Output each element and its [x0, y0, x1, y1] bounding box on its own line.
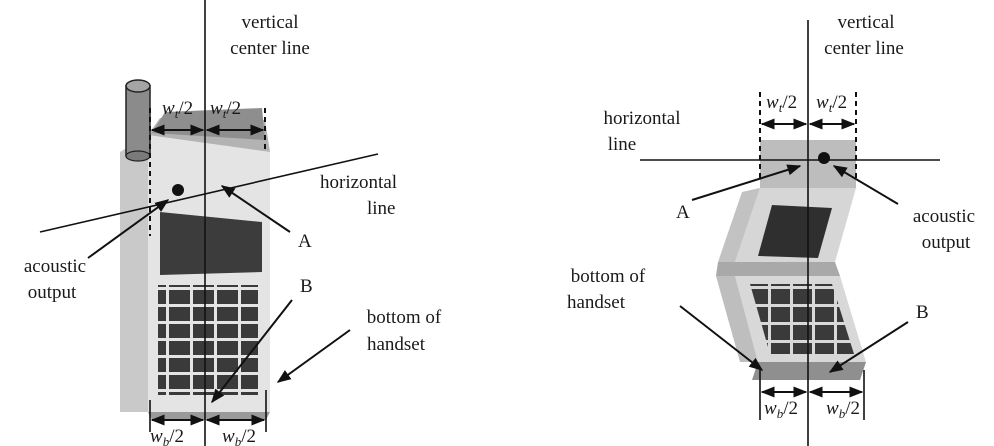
- left-top-half-width-label-a: wt/2: [162, 98, 193, 121]
- left-bottom-half-width-label-b: wb/2: [222, 426, 256, 446]
- right-vertical-center-line-label-1: vertical: [838, 12, 895, 33]
- right-top-half-width-label-a: wt/2: [766, 92, 797, 115]
- right-horizontal-line-label-1: horizontal: [603, 108, 680, 129]
- right-lower-half-side: [716, 276, 758, 362]
- left-point-a-leader: [220, 185, 291, 233]
- left-keypad: [158, 285, 258, 395]
- right-acoustic-output-leader: [832, 165, 899, 205]
- right-point-b-leader: [828, 321, 909, 373]
- right-top-half-width-label-b: wt/2: [816, 92, 847, 115]
- left-bottom-half-width-label-a: wb/2: [150, 426, 184, 446]
- left-antenna: [125, 79, 151, 162]
- right-point-a-leader: [691, 164, 802, 201]
- left-point-b-label: B: [300, 276, 313, 297]
- left-bottom-of-handset-label-1: bottom of: [367, 307, 442, 328]
- left-horizontal-line-label-2: line: [367, 198, 396, 219]
- left-handset-side: [120, 135, 148, 412]
- left-bottom-of-handset-leader: [276, 329, 351, 383]
- right-display: [758, 205, 832, 258]
- left-acoustic-output-label-1: acoustic: [24, 256, 86, 277]
- right-acoustic-output-label-1: acoustic: [913, 206, 975, 227]
- right-acoustic-output-label-2: output: [922, 232, 971, 253]
- right-hinge: [716, 262, 840, 276]
- right-bottom-half-width-label-a: wb/2: [764, 398, 798, 421]
- left-handset-bottom-edge: [148, 412, 270, 420]
- right-acoustic-output-dot: [818, 152, 830, 164]
- left-point-a-label: A: [298, 231, 312, 252]
- right-bottom-half-width-label-b: wb/2: [826, 398, 860, 421]
- right-bottom-of-handset-label-1: bottom of: [571, 266, 646, 287]
- right-bottom-of-handset-leader: [679, 305, 764, 371]
- left-horizontal-line: [39, 153, 379, 233]
- left-bottom-of-handset-label-2: handset: [367, 334, 426, 355]
- right-horizontal-line-label-2: line: [608, 134, 637, 155]
- left-display: [160, 212, 262, 275]
- right-vertical-center-line-label-2: center line: [824, 38, 904, 59]
- right-bottom-of-handset-label-2: handset: [567, 292, 626, 313]
- left-vertical-center-line-label-2: center line: [230, 38, 310, 59]
- left-acoustic-output-label-2: output: [28, 282, 77, 303]
- right-handset-diagram: vertical center line wt/2 wt/2 horizonta…: [567, 12, 975, 446]
- left-top-half-width-label-b: wt/2: [210, 98, 241, 121]
- right-handset-bottom-edge: [752, 362, 866, 380]
- left-acoustic-output-dot: [172, 184, 184, 196]
- right-upper-half-side: [718, 188, 760, 262]
- left-vertical-center-line-label-1: vertical: [242, 12, 299, 33]
- left-horizontal-line-label-1: horizontal: [320, 172, 397, 193]
- left-handset-diagram: vertical center line wt/2 wt/2 horizonta…: [24, 0, 442, 446]
- right-keypad: [750, 284, 854, 354]
- right-point-b-label: B: [916, 302, 929, 323]
- right-point-a-label: A: [676, 202, 690, 223]
- left-point-b-leader: [211, 299, 293, 404]
- left-acoustic-output-leader: [87, 199, 170, 259]
